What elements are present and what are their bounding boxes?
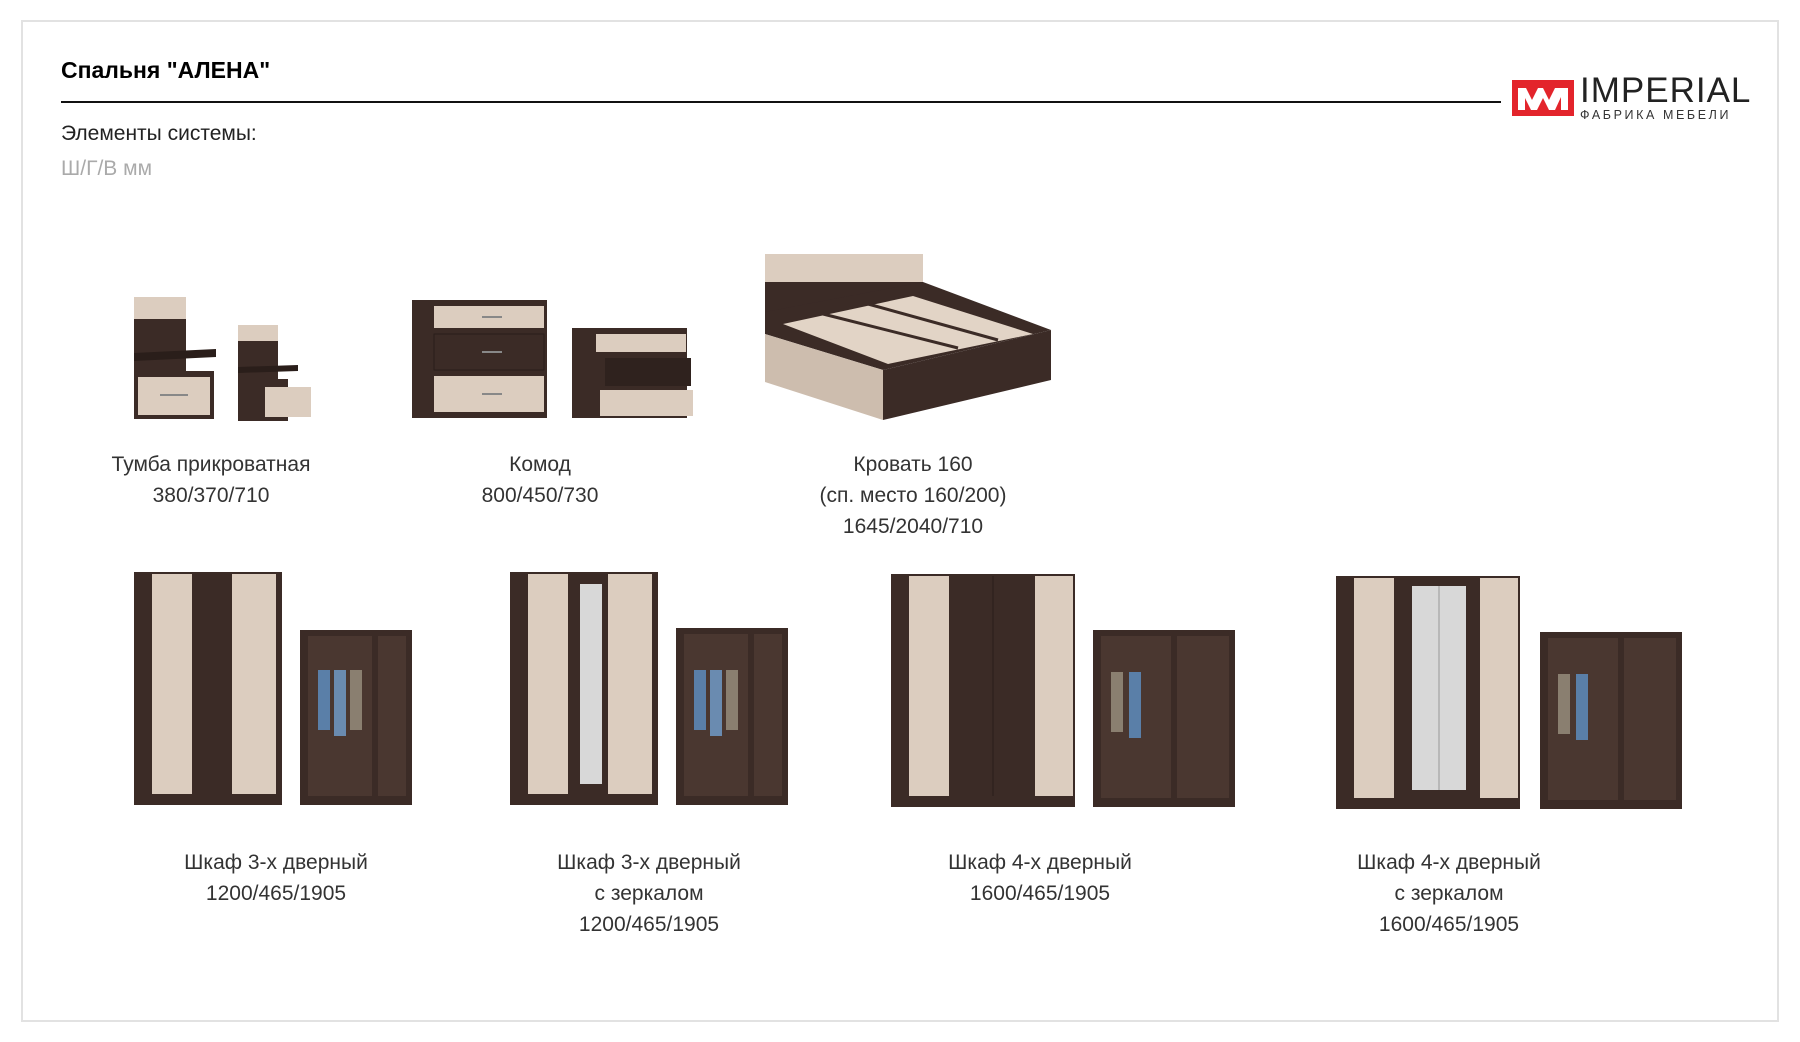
product-dimensions: 1600/465/1905 [969,882,1111,905]
brand-logo: IMPERIAL ФАБРИКА МЕБЕЛИ [1512,71,1774,124]
product-label: Шкаф 4-х дверный 1600/465/1905 [948,847,1132,909]
title-divider [61,101,1501,103]
section-heading: Элементы системы: [61,122,257,145]
wardrobe-4-door-mirror-image [1336,576,1682,809]
wardrobe-3-door-mirror-image [510,572,788,805]
chest-image [412,300,693,418]
wardrobe-3-door-image [134,572,412,805]
product-variant: с зеркалом [1394,882,1504,905]
product-dimensions: 1600/465/1905 [1378,913,1520,936]
product-name: Шкаф 4-х дверный [1357,851,1541,874]
product-variant: с зеркалом [594,882,704,905]
product-label: Тумба прикроватная 380/370/710 [112,449,311,511]
bedside-table-image [134,297,311,421]
product-sleeping-area: (сп. место 160/200) [819,484,1007,507]
logo-mark [1512,80,1574,116]
product-name: Тумба прикроватная [111,453,311,476]
product-name: Шкаф 3-х дверный [184,851,368,874]
product-name: Комод [509,453,571,476]
product-name: Шкаф 4-х дверный [948,851,1132,874]
product-dimensions: 1200/465/1905 [205,882,347,905]
product-name: Шкаф 3-х дверный [557,851,741,874]
logo-brand-name: IMPERIAL [1580,71,1752,110]
product-label: Кровать 160 (сп. место 160/200) 1645/204… [820,449,1007,542]
product-name: Кровать 160 [853,453,973,476]
product-dimensions: 1200/465/1905 [578,913,720,936]
product-dimensions: 1645/2040/710 [842,515,984,538]
product-label: Шкаф 3-х дверный 1200/465/1905 [184,847,368,909]
product-dimensions: 800/450/730 [481,484,599,507]
product-label: Шкаф 3-х дверный с зеркалом 1200/465/190… [557,847,741,940]
wardrobe-4-door-image [891,574,1235,807]
bed-image [765,254,1051,420]
product-label: Комод 800/450/730 [482,449,599,511]
units-note: Ш/Г/В мм [61,157,153,180]
page-title: Спальня "АЛЕНА" [61,57,271,83]
page-frame [21,20,1779,1022]
product-label: Шкаф 4-х дверный с зеркалом 1600/465/190… [1357,847,1541,940]
product-dimensions: 380/370/710 [152,484,270,507]
logo-tagline: ФАБРИКА МЕБЕЛИ [1580,108,1732,122]
